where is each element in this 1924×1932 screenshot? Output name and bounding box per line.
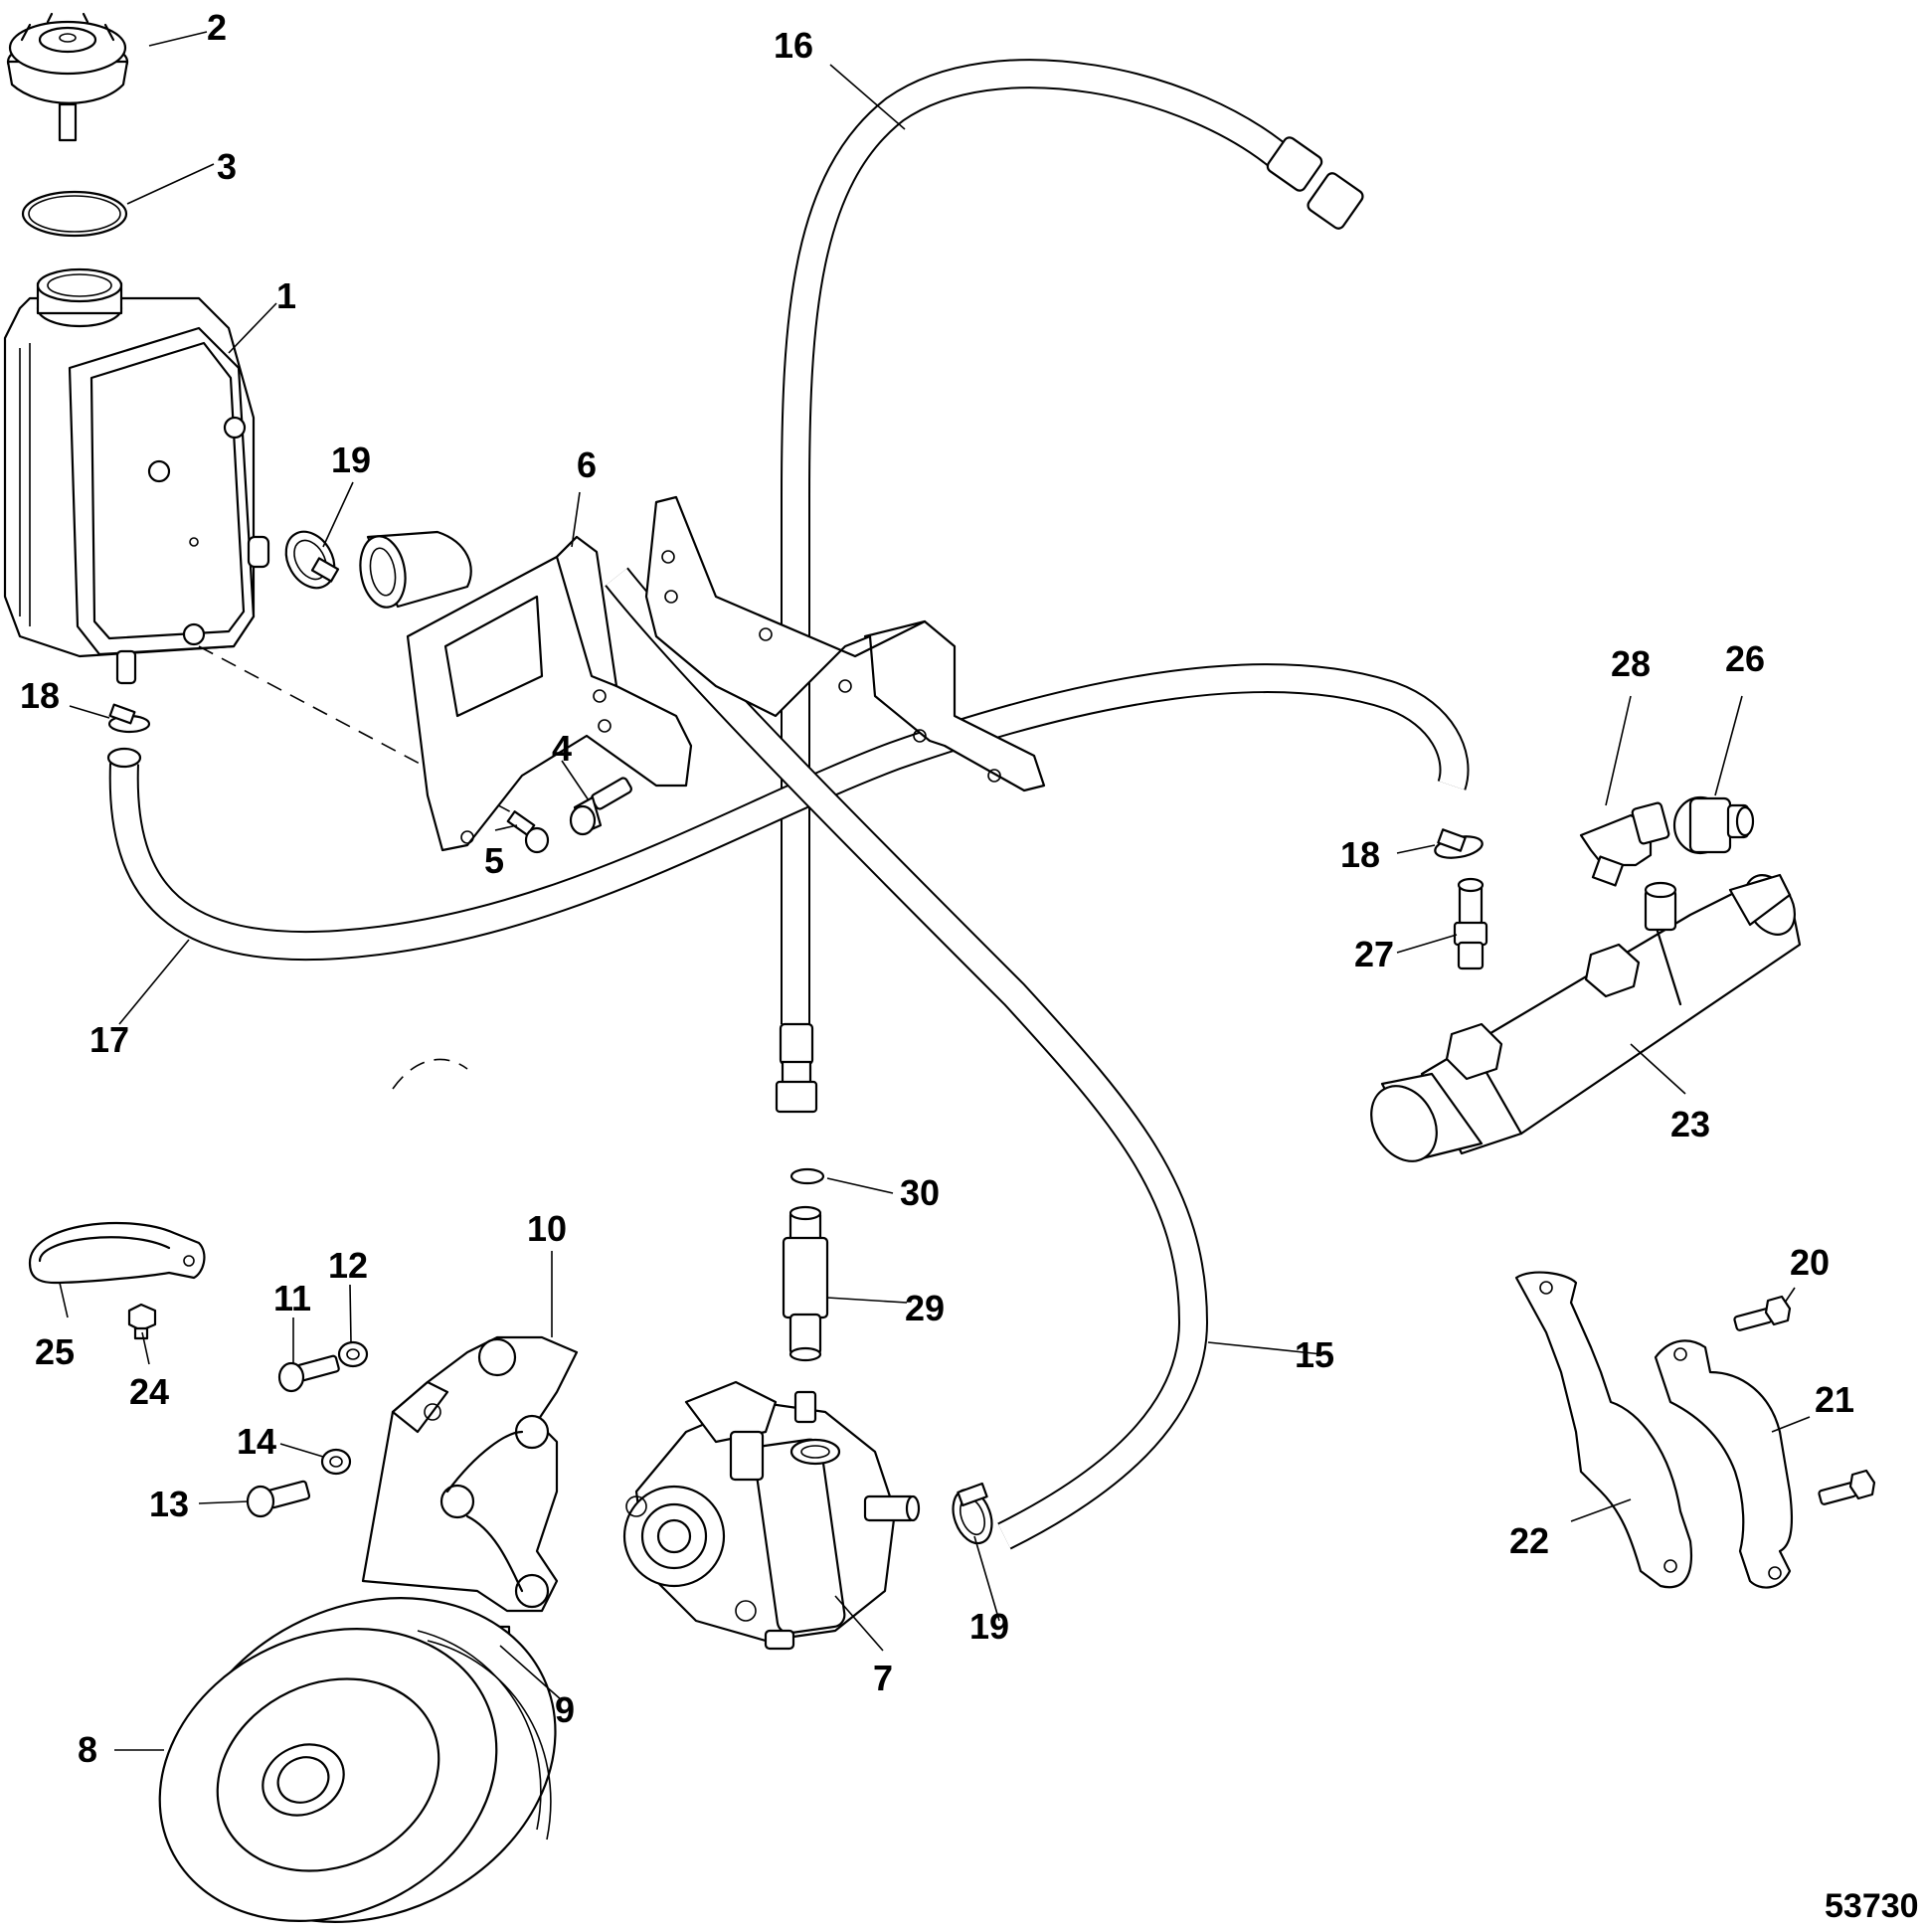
callout-12: 12 [328,1245,368,1286]
callout-labels: 1 2 3 4 5 6 7 8 9 10 11 12 13 14 15 16 1… [20,7,1919,1925]
callout-17: 17 [89,1019,129,1060]
bracket-alignment-line [392,1058,468,1090]
mounting-strap-22 [1514,1271,1693,1589]
bolt-24 [127,1303,157,1340]
pump-fitting-29 [782,1205,829,1362]
hose-barb-fitting-27 [1453,877,1488,970]
callout-22: 22 [1509,1520,1549,1561]
power-steering-pump-7 [622,1380,921,1651]
callout-24: 24 [129,1371,169,1412]
o-ring-3 [21,190,128,238]
adapter-fitting-26 [1672,795,1755,855]
callout-1: 1 [276,275,296,316]
drawing-number: 53730 [1825,1887,1919,1925]
hose-clamp-19-lower [952,1482,993,1545]
pump-bracket-10 [361,1335,579,1613]
hose-support-bracket [644,495,1046,792]
callout-14: 14 [237,1421,276,1462]
callout-8: 8 [78,1729,97,1770]
callout-3: 3 [217,146,237,187]
callout-13: 13 [149,1484,189,1524]
oil-cooler-23 [1370,873,1802,1162]
callout-11: 11 [273,1278,311,1318]
screw-21-fastener [1818,1469,1876,1505]
callout-19-upper: 19 [331,439,371,480]
mounting-strap-21 [1654,1339,1794,1589]
callout-10: 10 [527,1208,567,1249]
hose-clamp-18-right [1434,828,1484,859]
pressure-hose-16 [775,59,1364,1114]
callout-23: 23 [1670,1104,1710,1144]
elbow-fitting-28 [1579,801,1670,887]
callout-16: 16 [774,25,813,66]
callout-26: 26 [1725,638,1765,679]
callout-19-lower: 19 [969,1606,1009,1647]
callout-2: 2 [207,7,227,48]
washer-12 [337,1340,369,1368]
reservoir-hose-stub [359,530,472,609]
bolt-11 [277,1354,340,1393]
washer-14 [320,1448,352,1476]
bolt-13 [246,1480,311,1518]
hose-clamp-19-upper [284,530,340,590]
reservoir-cap-2 [6,12,129,142]
reservoir-bracket-6 [406,535,693,852]
hose-clamp-18-left [107,703,151,734]
callout-9: 9 [555,1689,575,1730]
hose-clamp-25 [28,1221,206,1285]
screw-20 [1733,1295,1792,1331]
callout-18-right: 18 [1340,834,1380,875]
callout-29: 29 [905,1288,945,1328]
callout-28: 28 [1611,643,1651,684]
callout-5: 5 [484,840,504,881]
callout-25: 25 [35,1331,75,1372]
callout-18-left: 18 [20,675,60,716]
reservoir-1 [3,267,270,685]
pulley-8 [158,1597,557,1923]
callout-27: 27 [1354,934,1394,974]
callout-4: 4 [552,728,572,769]
callout-15: 15 [1295,1334,1334,1375]
return-hose-15 [605,567,1209,1550]
leader-lines [59,31,1811,1751]
callout-30: 30 [900,1172,940,1213]
callout-7: 7 [873,1658,893,1698]
callout-6: 6 [577,444,597,485]
o-ring-30 [789,1167,825,1185]
callout-20: 20 [1790,1242,1830,1283]
bolt-4 [569,777,632,836]
callout-21: 21 [1815,1379,1854,1420]
bolt-5 [506,810,550,854]
